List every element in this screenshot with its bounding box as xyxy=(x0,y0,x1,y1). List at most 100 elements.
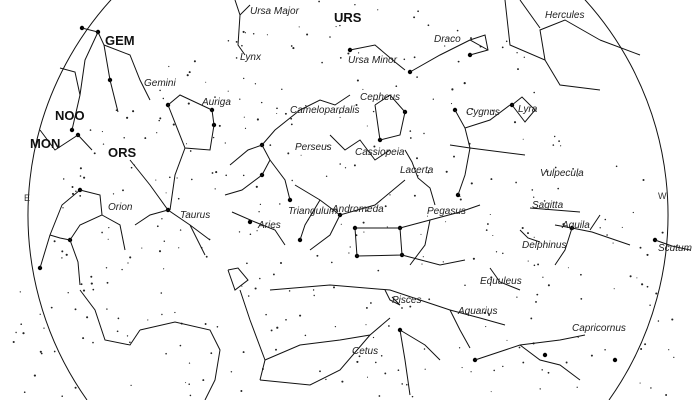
constellation-name: Ursa Major xyxy=(250,6,300,17)
star xyxy=(147,319,149,321)
star xyxy=(279,203,281,205)
star xyxy=(188,71,191,74)
constellation-figure xyxy=(224,144,271,196)
horizon-circle xyxy=(27,0,669,400)
star xyxy=(517,68,519,71)
star xyxy=(61,250,64,253)
star xyxy=(542,276,544,278)
star xyxy=(417,10,419,13)
star xyxy=(356,360,359,363)
star xyxy=(640,348,643,350)
constellation-name: Cetus xyxy=(352,346,378,357)
star xyxy=(612,242,614,244)
constellation-figure xyxy=(419,299,506,326)
star xyxy=(156,132,158,134)
star xyxy=(266,34,268,36)
star xyxy=(671,318,674,321)
star xyxy=(169,176,171,179)
star xyxy=(242,351,245,354)
star xyxy=(409,305,412,308)
star xyxy=(82,337,85,340)
star xyxy=(205,255,208,258)
star xyxy=(117,317,120,320)
star xyxy=(636,277,638,279)
star xyxy=(522,361,525,364)
star xyxy=(451,88,454,91)
star xyxy=(90,282,93,285)
constellation-figure xyxy=(399,204,481,229)
star xyxy=(300,154,302,156)
star xyxy=(490,391,492,393)
star xyxy=(366,210,368,212)
star xyxy=(313,294,315,297)
star xyxy=(101,231,103,234)
star xyxy=(225,174,227,177)
star xyxy=(19,291,21,293)
constellation-name: Orion xyxy=(108,202,133,213)
star xyxy=(178,247,180,249)
star xyxy=(655,292,658,295)
star xyxy=(144,137,147,140)
star xyxy=(347,52,350,55)
star xyxy=(22,332,25,335)
star xyxy=(230,371,233,373)
star xyxy=(344,167,347,169)
star xyxy=(541,369,543,371)
constellation-figure xyxy=(134,209,169,226)
star xyxy=(491,109,494,112)
star xyxy=(241,285,243,287)
star xyxy=(490,178,493,181)
star xyxy=(572,168,574,170)
constellation-figure xyxy=(299,94,351,111)
star xyxy=(205,81,207,83)
constellation-figure xyxy=(189,224,206,256)
star xyxy=(163,268,165,270)
star xyxy=(249,233,252,236)
constellation-figure xyxy=(529,207,581,213)
star xyxy=(130,384,132,387)
star xyxy=(281,88,283,91)
star xyxy=(395,85,398,88)
star xyxy=(518,346,521,349)
star xyxy=(470,37,472,40)
star xyxy=(355,103,358,107)
star xyxy=(386,226,388,228)
star xyxy=(316,254,319,257)
star xyxy=(185,143,188,145)
star xyxy=(299,314,302,317)
star xyxy=(522,138,524,140)
star xyxy=(416,157,418,160)
star xyxy=(290,45,293,47)
star xyxy=(188,383,190,385)
constellation-figure xyxy=(589,214,601,231)
star xyxy=(321,61,323,64)
star xyxy=(632,211,634,214)
constellation-name: Sagitta xyxy=(532,200,564,211)
constellation-figure xyxy=(489,267,521,291)
constellation-figure xyxy=(71,31,99,131)
star xyxy=(353,164,356,167)
star xyxy=(216,326,219,328)
star xyxy=(43,327,45,329)
constellation-name: Camelopardalis xyxy=(290,105,359,116)
star xyxy=(159,117,162,120)
star xyxy=(179,344,182,347)
constellation-name: Cepheus xyxy=(360,92,400,103)
constellation-name: Lyra xyxy=(518,104,538,115)
constellation-figure xyxy=(264,317,391,361)
star xyxy=(176,177,178,179)
star xyxy=(273,227,275,229)
constellation-figure xyxy=(101,214,126,251)
star xyxy=(377,269,380,272)
constellation-name: Lacerta xyxy=(400,165,434,176)
star xyxy=(256,230,258,232)
star xyxy=(362,221,365,224)
star xyxy=(305,104,307,107)
star xyxy=(108,226,110,229)
star xyxy=(365,324,367,326)
star xyxy=(459,198,462,201)
star xyxy=(650,387,652,389)
star xyxy=(411,395,414,398)
